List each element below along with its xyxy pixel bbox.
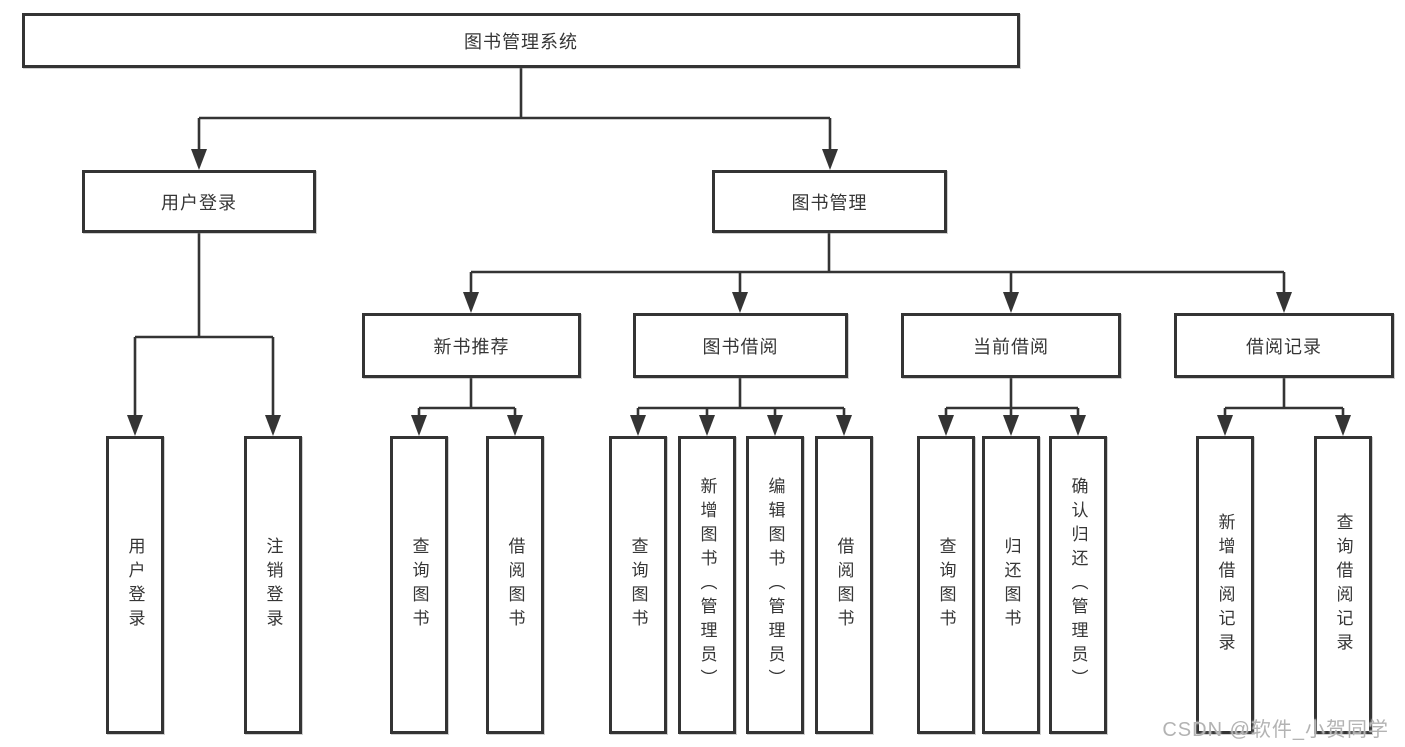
leaf-query-borrow-record: 查询借阅记录	[1314, 436, 1372, 734]
node-root-system-label: 图书管理系统	[464, 31, 578, 52]
leaf-borrow-books-2-label: 借阅图书	[834, 537, 854, 633]
leaf-query-books-3-label: 查询图书	[936, 537, 956, 633]
leaf-edit-books-admin-label: 编辑图书（管理员）	[765, 477, 785, 693]
leaf-borrow-books-1: 借阅图书	[486, 436, 544, 734]
leaf-return-books-label: 归还图书	[1001, 537, 1021, 633]
leaf-query-books-3: 查询图书	[917, 436, 975, 734]
leaf-add-borrow-record-label: 新增借阅记录	[1215, 513, 1235, 657]
node-user-login: 用户登录	[82, 170, 316, 233]
leaf-query-books-1: 查询图书	[390, 436, 448, 734]
leaf-logout: 注销登录	[244, 436, 302, 734]
leaf-add-books-admin: 新增图书（管理员）	[678, 436, 736, 734]
node-book-borrow-label: 图书借阅	[702, 336, 779, 357]
leaf-query-borrow-record-label: 查询借阅记录	[1333, 513, 1353, 657]
leaf-borrow-books-1-label: 借阅图书	[505, 537, 525, 633]
node-borrow-records: 借阅记录	[1174, 313, 1394, 378]
leaf-query-books-1-label: 查询图书	[409, 537, 429, 633]
leaf-logout-label: 注销登录	[263, 537, 283, 633]
node-new-book-recommend: 新书推荐	[362, 313, 581, 378]
leaf-borrow-books-2: 借阅图书	[815, 436, 873, 734]
node-borrow-records-label: 借阅记录	[1246, 336, 1322, 357]
leaf-edit-books-admin: 编辑图书（管理员）	[746, 436, 804, 734]
leaf-add-books-admin-label: 新增图书（管理员）	[697, 477, 717, 693]
arrowhead-icons	[127, 149, 1351, 436]
leaf-confirm-return-admin-label: 确认归还（管理员）	[1068, 477, 1088, 693]
node-user-login-label: 用户登录	[161, 192, 237, 213]
node-new-book-recommend-label: 新书推荐	[433, 336, 510, 357]
leaf-user-login: 用户登录	[106, 436, 164, 734]
leaf-confirm-return-admin: 确认归还（管理员）	[1049, 436, 1107, 734]
node-current-borrow-label: 当前借阅	[973, 336, 1049, 357]
node-current-borrow: 当前借阅	[901, 313, 1121, 378]
node-root-system: 图书管理系统	[22, 13, 1020, 68]
node-book-management-label: 图书管理	[791, 192, 868, 213]
leaf-user-login-label: 用户登录	[125, 537, 145, 633]
leaf-query-books-2: 查询图书	[609, 436, 667, 734]
node-book-borrow: 图书借阅	[633, 313, 848, 378]
leaf-query-books-2-label: 查询图书	[628, 537, 648, 633]
leaf-add-borrow-record: 新增借阅记录	[1196, 436, 1254, 734]
node-book-management: 图书管理	[712, 170, 947, 233]
leaf-return-books: 归还图书	[982, 436, 1040, 734]
